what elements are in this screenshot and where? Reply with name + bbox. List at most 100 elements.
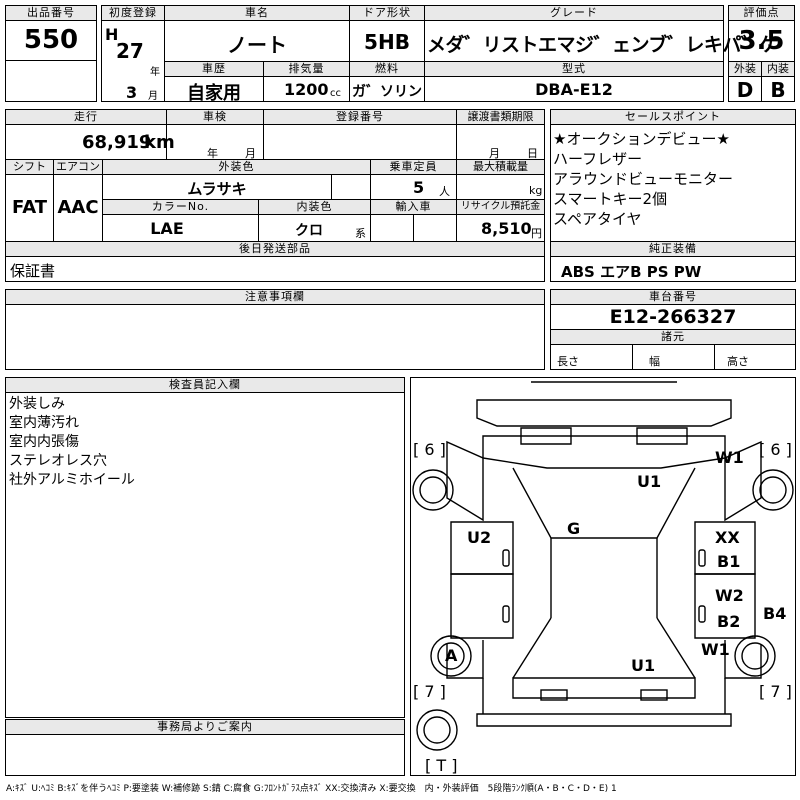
notes-label: 注意事項欄 [5,289,545,305]
selling-point-item: ハーフレザー [553,150,643,168]
later-parts-cell: 保証書 [5,256,545,282]
import-label: 輸入車 [370,199,457,215]
max-load-cell: kg [456,174,545,200]
office-cell [5,734,405,776]
car-name-label: 車名 [164,5,350,21]
ac-cell: AAC [53,174,103,242]
mileage-unit: km [144,132,175,153]
model-value: DBA-E12 [535,80,613,99]
length-cell: 長さ [550,344,633,370]
mark-b1: B1 [717,552,741,571]
reg-no-label: 登録番号 [263,109,457,125]
transfer-day-unit: 日 [527,147,538,160]
mark-xx: XX [715,528,740,547]
exterior-color-cell: ムラサキ [102,174,371,200]
recycle-label: リサイクル預託金 [456,199,545,215]
interior-grade-label: 内装 [761,61,795,77]
inspector-note: ステレオレス穴 [9,453,107,469]
exterior-color-divider [331,175,332,199]
inspector-note: 社外アルミホイール [9,472,135,488]
mileage-value: 68,919 [82,132,152,153]
inspection-cell: 年 月 [166,124,264,160]
inspector-note: 外装しみ [9,396,65,412]
mileage-label: 走行 [5,109,167,125]
capacity-cell: 5 人 [370,174,457,200]
recycle-cell: 8,510 円 [456,214,545,242]
lot-no-cell: 550 [5,20,97,61]
era-value: H [105,25,119,44]
first-reg-year: 27 [116,39,144,63]
bracket-6-right: [ 6 ] [759,440,792,459]
grade-cell: メダ゛リストエマジ゛ェンブ゛レキパ゛ケ [424,20,778,62]
fuel-value: ガ゛ソリン [352,84,422,100]
reg-no-cell [263,124,457,160]
import-cell [370,214,457,242]
selling-points-list: ★オークションデビュー★ ハーフレザー アラウンドビューモニター スマートキー2… [550,124,796,242]
equipment-value: ABS エアB PS PW [561,263,702,281]
equipment-label: 純正装備 [550,241,796,257]
mark-u1-top: U1 [637,472,662,491]
inspector-note: 室内薄汚れ [9,415,79,431]
history-value: 自家用 [187,83,241,104]
dimensions-label: 諸元 [550,329,796,345]
car-name-cell: ノート [164,20,350,62]
lot-no-label: 出品番号 [5,5,97,21]
car-name-value: ノート [227,33,287,57]
lot-no-value: 550 [23,25,79,55]
length-label: 長さ [557,355,579,368]
model-label: 型式 [424,61,724,77]
displacement-cell: 1200 cc [263,76,350,102]
chassis-label: 車台番号 [550,289,796,305]
shift-cell: FAT [5,174,54,242]
damage-legend: A:ｷｽﾞ U:ﾍｺﾐ B:ｷｽﾞを伴うﾍｺﾐ P:要塗装 W:補修跡 S:錆 … [6,784,617,794]
inspection-month-unit: 月 [245,147,256,160]
inspector-note: 室内内張傷 [9,434,79,450]
lot-no-blank [5,60,97,102]
first-reg-month: 3 [126,83,138,102]
exterior-grade-value: D [736,78,754,102]
score-label: 評価点 [728,5,795,21]
displacement-unit: cc [330,88,341,99]
ac-label: エアコン [53,159,103,175]
equipment-cell: ABS エアB PS PW [550,256,796,282]
mark-g: G [567,519,581,538]
transfer-label: 譲渡書類期限 [456,109,545,125]
first-reg-cell: H 27 年 3 月 [101,20,165,102]
office-label: 事務局よりご案内 [5,719,405,735]
chassis-value: E12-266327 [609,306,737,328]
door-value: 5HB [364,30,410,54]
fuel-label: 燃料 [349,61,425,77]
chassis-cell: E12-266327 [550,304,796,330]
bracket-6-left: [ 6 ] [413,440,446,459]
interior-color-cell: クロ 系 [258,214,371,242]
width-label: 幅 [649,355,660,368]
bracket-7-left: [ 7 ] [413,682,446,701]
year-unit: 年 [150,67,160,78]
shift-value: FAT [11,197,48,218]
selling-point-item: スペアタイヤ [553,210,642,228]
score-value: 3.5 [738,26,785,56]
height-label: 高さ [727,355,749,368]
bracket-7-right: [ 7 ] [759,682,792,701]
width-cell: 幅 [632,344,715,370]
history-cell: 自家用 [164,76,264,104]
mark-b4: B4 [763,604,787,623]
height-cell: 高さ [714,344,796,370]
exterior-grade-label: 外装 [728,61,762,77]
exterior-color-label: 外装色 [102,159,371,175]
max-load-unit: kg [529,184,543,197]
door-cell: 5HB [349,20,425,62]
displacement-label: 排気量 [263,61,350,77]
displacement-value: 1200 [284,80,329,99]
inspector-label: 検査員記入欄 [5,377,405,393]
model-cell: DBA-E12 [424,76,724,102]
interior-grade-cell: B [761,76,795,102]
color-no-label: カラーNo. [102,199,259,215]
score-cell: 3.5 [728,20,795,62]
interior-color-value: クロ [295,223,323,239]
mark-w2: W2 [715,586,744,605]
color-no-value: LAE [150,219,184,238]
shift-label: シフト [5,159,54,175]
selling-point-item: アラウンドビューモニター [553,170,734,188]
fuel-cell: ガ゛ソリン [349,76,425,102]
